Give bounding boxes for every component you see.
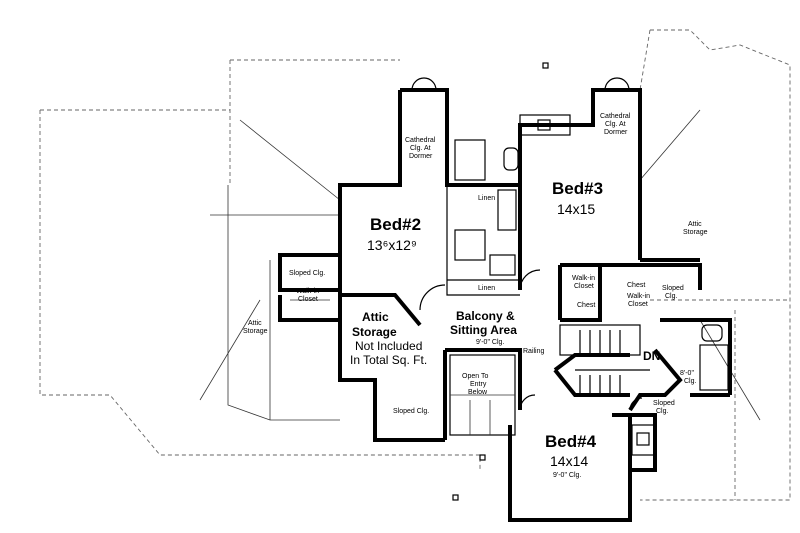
- attic-storage-right-1: Attic: [688, 221, 702, 228]
- walls: [278, 88, 732, 522]
- roof-outline: [39, 29, 791, 501]
- walkin-right-1: Walk-in: [572, 275, 595, 282]
- down-label: DN: [643, 349, 660, 363]
- doors: [419, 269, 643, 411]
- open-to-entry-1: Open To: [462, 373, 488, 380]
- walkin-right2-1: Walk-in: [627, 293, 650, 300]
- balcony-title-2: Sitting Area: [450, 323, 517, 337]
- bed4-name: Bed#4: [545, 432, 597, 451]
- ceiling-8-2: Clg.: [684, 378, 697, 385]
- ceiling-8-1: 8'-0": [680, 370, 694, 377]
- cathedral-right-2: Clg. At: [605, 121, 626, 128]
- attic-storage-left-2: Storage: [243, 328, 268, 335]
- linen-bottom: Linen: [478, 285, 495, 292]
- attic-storage-title-1: Attic: [362, 310, 389, 324]
- chest-b: Chest: [627, 282, 645, 289]
- attic-storage-title-2: Storage: [352, 325, 397, 339]
- sloped-clg-bottom: Sloped Clg.: [393, 408, 429, 415]
- cathedral-left-2: Clg. At: [410, 145, 431, 152]
- attic-storage-note-2: In Total Sq. Ft.: [350, 353, 427, 367]
- sloped-clg-bed4-1: Sloped: [653, 400, 675, 407]
- walkin-left-1: Walk-in: [296, 288, 319, 295]
- sloped-clg-bed4-2: Clg.: [656, 408, 669, 415]
- staircase: [575, 330, 650, 395]
- bed2-dims: 13⁶x12⁹: [367, 237, 417, 253]
- bed4-ceiling: 9'-0" Clg.: [553, 472, 581, 479]
- attic-storage-note-1: Not Included: [355, 339, 422, 353]
- walkin-left-2: Closet: [298, 296, 318, 303]
- cathedral-left-3: Dormer: [409, 153, 433, 160]
- dormers: [411, 77, 630, 91]
- cathedral-left-1: Cathedral: [405, 137, 436, 144]
- attic-storage-left-1: Attic: [248, 320, 262, 327]
- railing-label: Railing: [523, 348, 545, 355]
- open-to-below: [449, 354, 516, 436]
- open-to-entry-2: Entry: [470, 381, 487, 388]
- balcony-ceiling: 9'-0" Clg.: [476, 339, 504, 346]
- cathedral-right-3: Dormer: [604, 129, 628, 136]
- chimneys: [519, 114, 655, 456]
- attic-storage-right-2: Storage: [683, 229, 708, 236]
- chest-a: Chest: [577, 302, 595, 309]
- cathedral-right-1: Cathedral: [600, 113, 631, 120]
- sloped-clg-left: Sloped Clg.: [289, 270, 325, 277]
- walkin-right2-2: Closet: [628, 301, 648, 308]
- bed3-name: Bed#3: [552, 179, 603, 198]
- bed3-dims: 14x15: [557, 201, 595, 217]
- open-to-entry-3: Below: [468, 389, 488, 396]
- walkin-right-2: Closet: [574, 283, 594, 290]
- linen-top: Linen: [478, 195, 495, 202]
- sloped-clg-right-2: Clg.: [665, 293, 678, 300]
- balcony-title-1: Balcony &: [456, 309, 515, 323]
- markers: [452, 62, 549, 501]
- bed4-dims: 14x14: [550, 453, 588, 469]
- bed2-name: Bed#2: [370, 215, 421, 234]
- sloped-clg-right-1: Sloped: [662, 285, 684, 292]
